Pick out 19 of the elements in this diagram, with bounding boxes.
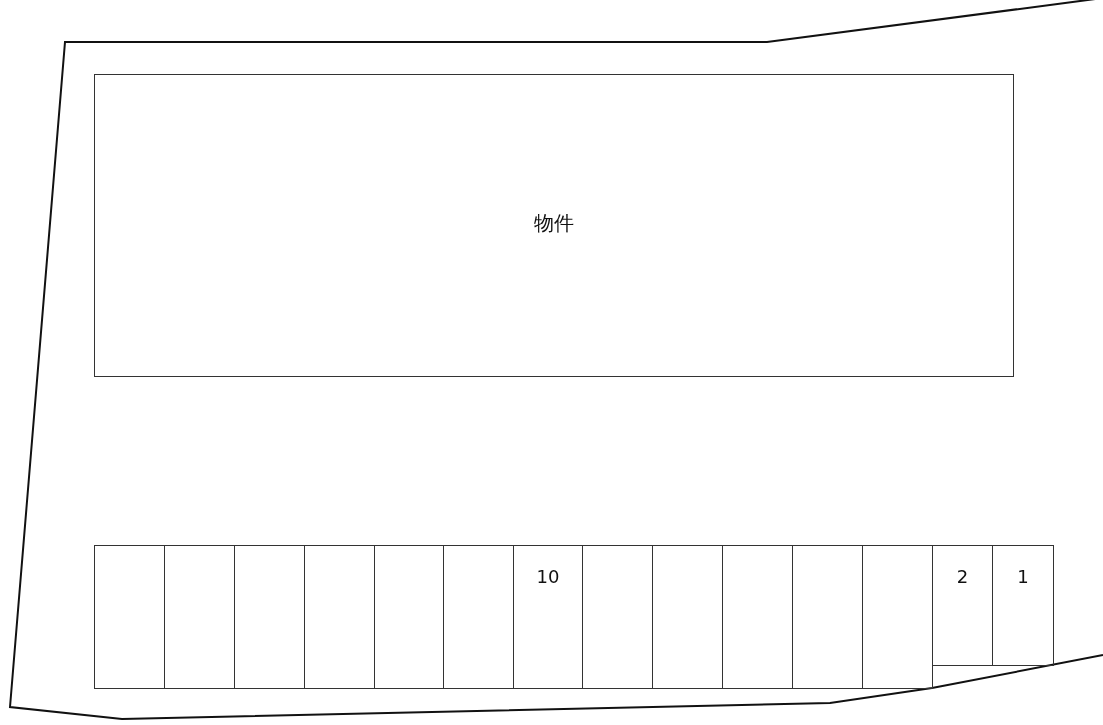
parking-space <box>94 545 165 689</box>
parking-space <box>374 545 444 689</box>
parking-space <box>932 545 993 666</box>
parking-space <box>304 545 375 689</box>
parking-space <box>234 545 305 689</box>
parking-space <box>513 545 583 689</box>
building-label: 物件 <box>533 210 575 237</box>
parking-space <box>792 545 863 689</box>
parking-space <box>443 545 514 689</box>
space-number: 2 <box>955 566 970 587</box>
space-number: 10 <box>535 566 561 587</box>
parking-space <box>722 545 793 689</box>
parking-space <box>992 545 1054 666</box>
parking-space <box>582 545 653 689</box>
parking-space <box>862 545 933 689</box>
building-outline <box>94 74 1014 377</box>
parking-space <box>652 545 723 689</box>
parking-space <box>164 545 235 689</box>
space-number: 1 <box>1016 566 1030 587</box>
